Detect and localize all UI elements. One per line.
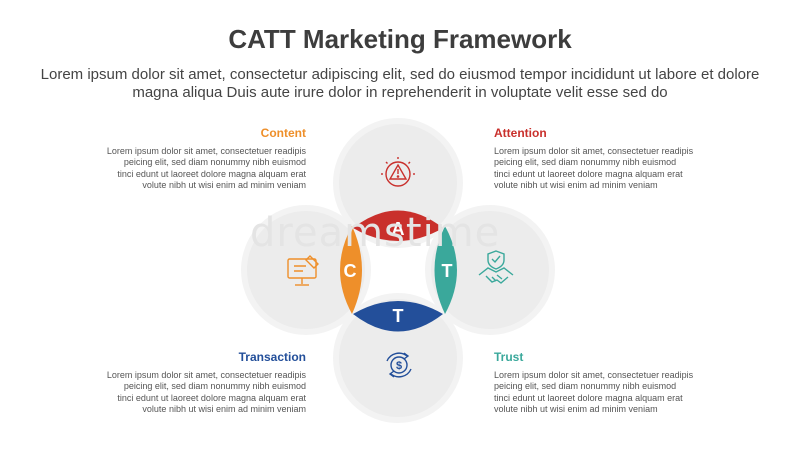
dollar-cycle-icon: $ [386,352,412,378]
transaction-lens [353,301,443,332]
transaction-heading: Transaction [238,350,306,364]
content-letter: C [344,261,357,281]
attention-lens [353,210,443,241]
computer-edit-icon [287,255,319,286]
content-heading: Content [260,126,306,140]
trust-block: Trust Lorem ipsum dolor sit amet, consec… [494,350,694,416]
content-circle [241,205,371,335]
attention-circle [333,118,463,248]
svg-text:$: $ [396,360,402,372]
page-title: CATT Marketing Framework [228,24,572,54]
transaction-block: Transaction Lorem ipsum dolor sit amet, … [106,350,306,416]
trust-lens [434,226,457,314]
trust-heading: Trust [494,350,524,364]
attention-block: Attention Lorem ipsum dolor sit amet, co… [494,126,694,192]
content-block: Content Lorem ipsum dolor sit amet, cons… [106,126,306,192]
attention-body: Lorem ipsum dolor sit amet, consectetuer… [494,145,694,191]
handshake-shield-icon [478,250,514,284]
trust-circle [425,205,555,335]
transaction-letter: T [393,306,404,326]
page-subtitle: Lorem ipsum dolor sit amet, consectetur … [40,66,760,101]
attention-letter: A [392,219,405,239]
transaction-circle [333,293,463,423]
content-body: Lorem ipsum dolor sit amet, consectetuer… [106,145,306,191]
trust-body: Lorem ipsum dolor sit amet, consectetuer… [494,369,694,415]
warning-icon [381,157,415,187]
transaction-body: Lorem ipsum dolor sit amet, consectetuer… [106,369,306,415]
trust-letter: T [442,261,453,281]
content-lens [340,226,362,314]
attention-heading: Attention [494,126,547,140]
watermark: dreamstime [250,210,501,256]
